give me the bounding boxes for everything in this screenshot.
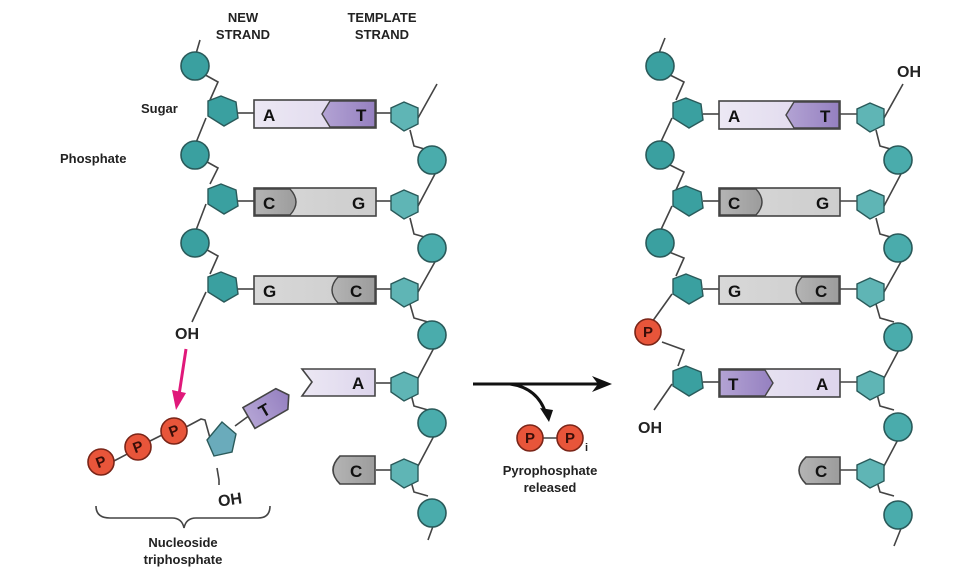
sugar-pentagon [207, 271, 239, 303]
sugar-pentagon [672, 185, 704, 217]
phosphate-circle [417, 320, 447, 350]
phosphate-circle [883, 322, 913, 352]
sugar-pentagon [390, 277, 419, 308]
base-pair-c-g: C G [253, 187, 377, 217]
phosphate-label: Phosphate [60, 151, 126, 166]
base-pair-t-a: T A [718, 368, 841, 398]
sugar-pentagon [672, 97, 704, 129]
nucleoside-label: Nucleoside [148, 535, 217, 550]
sugar-pentagon [206, 421, 237, 457]
oh-label: OH [897, 64, 921, 81]
phosphate-circle [417, 408, 447, 438]
phosphate-circle-red [516, 424, 544, 452]
arrowhead-icon [540, 408, 553, 422]
pyrophosphate-label-2: released [524, 480, 577, 495]
base-pair-a-t: A T [253, 99, 377, 129]
sugar-pentagon [856, 370, 885, 401]
base-label: T [356, 106, 367, 125]
phosphate-circle [180, 51, 210, 81]
base-pair-a-t: A T [718, 100, 841, 130]
base-label: C [350, 462, 362, 481]
phosphate-circle [417, 498, 447, 528]
pyrophosphate-label: Pyrophosphate [503, 463, 598, 478]
phosphate-circle [645, 140, 675, 170]
phosphate-circle [883, 500, 913, 530]
sugar-pentagon [207, 183, 239, 215]
base-label: A [263, 106, 275, 125]
sugar-pentagon [207, 95, 239, 127]
base-label: A [816, 375, 828, 394]
phosphate-symbol: P [565, 430, 575, 447]
base-label: C [815, 462, 827, 481]
arrowhead-icon [172, 390, 186, 410]
phosphate-circle [883, 145, 913, 175]
new-strand-label: NEW [228, 10, 259, 25]
new-strand-backbone [651, 37, 686, 411]
template-strand-label-2: STRAND [355, 27, 409, 42]
new-strand-label-2: STRAND [216, 27, 270, 42]
base-label: C [263, 194, 275, 213]
base-pair-c-g: C G [718, 187, 841, 217]
phosphate-circle [883, 412, 913, 442]
template-strand-backbone [409, 83, 438, 541]
phosphate-circle [645, 51, 675, 81]
phosphate-circle-red [634, 318, 662, 346]
template-base-c: C [332, 455, 376, 485]
base-label: G [816, 194, 829, 213]
inorganic-subscript: i [585, 442, 588, 454]
sugar-pentagon [390, 458, 419, 489]
phosphate-circle [417, 233, 447, 263]
phosphate-symbol: P [525, 430, 535, 447]
base-label: G [352, 194, 365, 213]
base-label: C [815, 282, 827, 301]
phosphate-circle [883, 233, 913, 263]
base-pair-g-c: G C [718, 275, 841, 305]
base-label: C [350, 282, 362, 301]
template-strand-label: TEMPLATE [347, 10, 416, 25]
arrowhead-icon [592, 376, 612, 392]
nucleoside-label-2: triphosphate [144, 552, 223, 567]
phosphate-circle-red [160, 417, 188, 445]
template-base-a: A [300, 368, 376, 397]
base-label: T [820, 107, 831, 126]
brace [95, 505, 271, 529]
sugar-pentagon [856, 458, 885, 489]
oh-label: OH [217, 490, 243, 510]
base-label: A [728, 107, 740, 126]
reaction-arrow: P P i Pyrophosphate released [473, 376, 612, 495]
oh-label: OH [638, 420, 662, 437]
phosphate-circle-red [556, 424, 584, 452]
base-label: T [728, 375, 739, 394]
base-label: G [728, 282, 741, 301]
oh-label: OH [175, 326, 199, 343]
phosphate-symbol: P [643, 324, 653, 341]
sugar-pentagon [856, 277, 885, 308]
sugar-pentagon [672, 365, 704, 397]
sugar-pentagon [856, 189, 885, 220]
template-strand-backbone [875, 83, 904, 547]
sugar-pentagon [856, 102, 885, 133]
phosphate-circle [180, 228, 210, 258]
sugar-label: Sugar [141, 101, 178, 116]
sugar-pentagon [390, 371, 419, 402]
sugar-pentagon [390, 101, 419, 132]
phosphate-circle [180, 140, 210, 170]
base-label: G [263, 282, 276, 301]
phosphate-circle [417, 145, 447, 175]
left-panel: NEW STRAND TEMPLATE STRAND Sugar Phospha… [60, 10, 447, 567]
base-pair-g-c: G C [253, 275, 377, 305]
phosphate-circle-red [124, 433, 152, 461]
right-panel: P OH OH A T C G G C [634, 37, 921, 547]
phosphate-circle [645, 228, 675, 258]
nucleoside-triphosphate: P P P T OH [87, 387, 290, 511]
sugar-pentagon [390, 189, 419, 220]
bond-formation-arrow [177, 348, 188, 396]
template-base-c: C [798, 456, 841, 485]
base-label: C [728, 194, 740, 213]
base-label: A [352, 374, 364, 393]
sugar-pentagon [672, 273, 704, 305]
phosphate-circle-red [87, 448, 115, 476]
